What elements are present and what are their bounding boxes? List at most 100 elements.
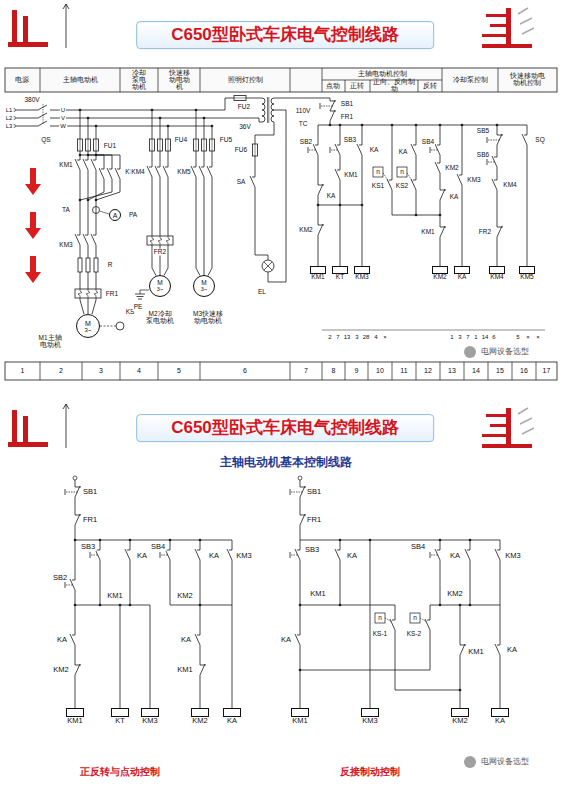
component-label: KM1 [420,229,435,236]
table-rule [40,362,41,380]
table-rule [82,362,83,380]
wire-number: 5 [515,334,520,340]
component-label: 380V [23,97,40,104]
table-rule [488,362,489,380]
component-label: SB4 [421,139,435,146]
junction-dot [317,204,320,207]
fuse-element [196,139,197,151]
component-label: SB3 [343,137,357,144]
contactor-coil: KA [491,708,509,717]
contact-blade [250,176,255,187]
junction-dot [195,109,198,112]
component-label: KM1 [176,666,193,674]
watermark: 电网设备选型 [480,348,530,356]
component-label: KM1 [58,162,73,169]
component-label: SB1 [306,488,322,496]
component-label: FR1 [105,291,119,298]
junction-dot [79,199,82,202]
fuse-element [96,139,97,151]
contact-blade [295,549,300,560]
red-arrow [25,212,41,239]
wire [500,540,501,708]
contactor-coil: KA [454,266,470,274]
contact-terminal [437,145,440,146]
logo-mark [8,442,48,447]
component-label: KA [449,552,461,560]
component-label: SB4 [150,543,166,551]
contact-blade [207,166,212,177]
component-label: R [107,262,114,269]
component-label: M1主轴电动机 [36,335,64,349]
junction-dot [129,539,132,542]
contact-terminal [200,665,206,666]
fuse [78,139,83,151]
coil-label: KM2 [191,717,208,725]
speed-relay-link [100,326,116,327]
table-rule [120,68,121,92]
coil-label: KA [226,717,238,725]
table-rule [464,362,465,380]
contact-terminal [209,167,212,168]
contact-terminal [497,227,503,228]
contact-blade [465,549,470,560]
contact-blade [227,549,232,560]
motor-circle: M3~ [76,314,100,338]
component-label: SB3 [304,546,320,554]
coil-label: KA [494,717,506,725]
switch-blade [38,113,47,118]
symbol-letter: 3~ [201,287,207,293]
contact-terminal [75,487,81,488]
column-number: 15 [495,367,505,374]
bus-V [50,118,262,122]
wire-number: 13 [343,334,352,340]
table-rule [368,362,369,380]
table-rule [440,362,441,380]
terminal [298,476,302,480]
component-label: n [377,615,383,622]
column-number: 13 [447,367,457,374]
component-label: PE [133,304,144,311]
logo-mark [506,408,511,448]
contactor-coil: KM2 [191,708,209,717]
button-stem [290,492,303,493]
button-stem [430,555,438,556]
contact-terminal [337,145,340,146]
logo-mark [23,416,28,442]
logo-dash [518,8,528,14]
logo-arrow [66,404,67,448]
junction-dot [469,539,472,542]
table-rule [345,362,346,380]
contact-terminal [297,635,300,636]
logo-mark [486,14,506,17]
table-header-cell: 正向、反向制动 [370,79,419,93]
component-label: U [60,107,66,113]
junction-dot [74,539,77,542]
contact-terminal [337,170,340,171]
contactor-coil: KM5 [519,266,535,274]
contact-terminal [101,169,104,170]
contact-terminal [318,225,324,226]
component-label: 110V [295,108,312,115]
transformer-winding [271,98,274,122]
banner-title: C650型卧式车床电气控制线路 [136,414,434,442]
wire-number: 3 [457,334,462,340]
table-header-cell: 主轴电动机控制 [357,70,408,77]
contactor-coil: KM1 [291,708,309,717]
wire [232,540,233,708]
wire [462,125,463,266]
contact-terminal [229,550,232,551]
wire [196,110,200,276]
contactor-coil: KM2 [451,708,469,717]
contact-blade [330,110,335,121]
contact-terminal [165,167,168,168]
junction-dot [439,124,442,127]
fuse [150,139,155,151]
component-label: n [375,169,381,176]
fuse-element [212,139,213,151]
fuse-element [168,139,169,151]
button-stem [65,585,73,586]
contact-terminal [392,620,395,621]
contact-blade [313,144,318,155]
contact-terminal [359,145,362,146]
